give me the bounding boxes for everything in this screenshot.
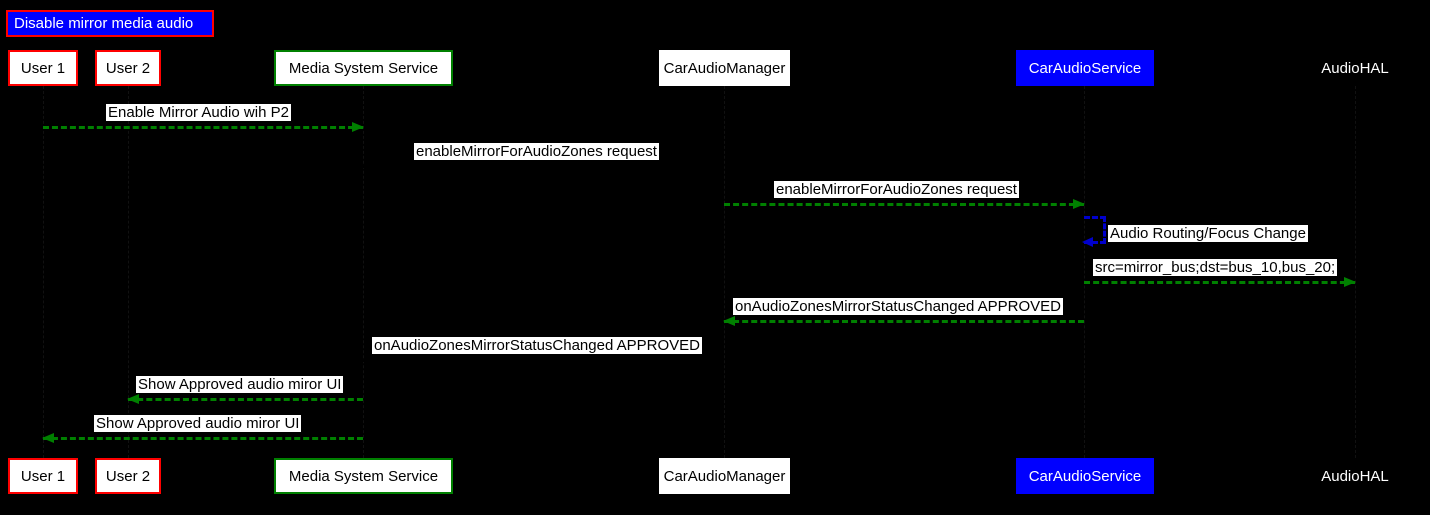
message-label-m3: enableMirrorForAudioZones request — [774, 181, 1019, 198]
message-arrow-m5 — [1084, 277, 1356, 287]
participant-label: User 1 — [20, 59, 66, 77]
participant-cas-bottom[interactable]: CarAudioService — [1016, 458, 1154, 494]
participant-hal-top[interactable]: AudioHAL — [1314, 50, 1396, 86]
diagram-title-text: Disable mirror media audio — [14, 15, 194, 32]
participant-cam-bottom[interactable]: CarAudioManager — [659, 458, 790, 494]
message-label-m4: Audio Routing/Focus Change — [1108, 225, 1308, 242]
participant-label: Media System Service — [288, 467, 439, 485]
message-arrow-m1 — [43, 122, 364, 132]
participant-label: CarAudioManager — [663, 467, 786, 485]
message-label-m7: onAudioZonesMirrorStatusChanged APPROVED — [372, 337, 703, 354]
message-arrowhead — [1344, 277, 1356, 287]
participant-label: CarAudioManager — [663, 59, 786, 77]
participant-label: User 2 — [105, 59, 151, 77]
participant-label: User 2 — [105, 467, 151, 485]
message-label-m6: onAudioZonesMirrorStatusChanged APPROVED — [733, 298, 1064, 315]
participant-user1-top[interactable]: User 1 — [8, 50, 78, 86]
participant-label: AudioHAL — [1321, 467, 1389, 485]
participant-cas-top[interactable]: CarAudioService — [1016, 50, 1154, 86]
message-arrow-m3 — [724, 199, 1085, 209]
message-label-m2: enableMirrorForAudioZones request — [414, 143, 659, 160]
message-arrowhead — [723, 316, 735, 326]
message-arrow-shaft — [43, 126, 363, 129]
message-arrow-m2 — [363, 161, 725, 171]
lifeline-cas — [1084, 86, 1086, 458]
message-arrow-m8 — [127, 394, 363, 404]
message-label-m5: src=mirror_bus;dst=bus_10,bus_20; — [1093, 259, 1338, 276]
message-arrow-shaft — [43, 437, 363, 440]
message-arrow-m9 — [42, 433, 363, 443]
self-message-m4 — [1082, 216, 1106, 247]
message-arrow-shaft — [1084, 281, 1355, 284]
participant-mss-top[interactable]: Media System Service — [274, 50, 453, 86]
participant-user1-bottom[interactable]: User 1 — [8, 458, 78, 494]
self-loop-top-segment — [1084, 216, 1106, 219]
participant-label: CarAudioService — [1028, 467, 1142, 485]
message-arrowhead — [1073, 199, 1085, 209]
participant-cam-top[interactable]: CarAudioManager — [659, 50, 790, 86]
message-label-m8: Show Approved audio miror UI — [136, 376, 344, 393]
message-arrowhead — [713, 161, 725, 171]
message-arrow-shaft — [363, 359, 724, 362]
self-loop-arrowhead — [1082, 237, 1093, 247]
lifeline-mss — [363, 86, 365, 458]
message-arrow-m6 — [723, 316, 1084, 326]
message-arrowhead — [362, 355, 374, 365]
participant-label: User 1 — [20, 467, 66, 485]
self-loop-bottom-segment — [1084, 241, 1106, 244]
participant-mss-bottom[interactable]: Media System Service — [274, 458, 453, 494]
message-arrowhead — [352, 122, 364, 132]
message-arrow-shaft — [724, 320, 1084, 323]
participant-hal-bottom[interactable]: AudioHAL — [1314, 458, 1396, 494]
participant-label: AudioHAL — [1321, 59, 1389, 77]
message-label-m9: Show Approved audio miror UI — [94, 415, 302, 432]
participant-label: CarAudioService — [1028, 59, 1142, 77]
lifeline-cam — [724, 86, 726, 458]
participant-user2-bottom[interactable]: User 2 — [95, 458, 161, 494]
message-arrow-shaft — [724, 203, 1084, 206]
lifeline-user2 — [128, 86, 130, 458]
message-label-m1: Enable Mirror Audio wih P2 — [106, 104, 291, 121]
message-arrow-m7 — [362, 355, 724, 365]
lifeline-hal — [1355, 86, 1357, 458]
message-arrow-shaft — [363, 165, 724, 168]
message-arrowhead — [42, 433, 54, 443]
diagram-title-box: Disable mirror media audio — [6, 10, 214, 37]
self-loop-right-segment — [1103, 216, 1106, 244]
participant-label: Media System Service — [288, 59, 439, 77]
participant-user2-top[interactable]: User 2 — [95, 50, 161, 86]
message-arrow-shaft — [128, 398, 363, 401]
message-arrowhead — [127, 394, 139, 404]
lifeline-user1 — [43, 86, 45, 458]
